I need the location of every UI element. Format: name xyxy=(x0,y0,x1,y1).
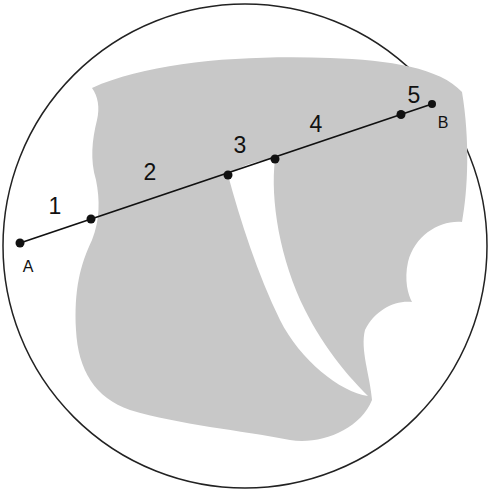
point-dot xyxy=(87,215,96,224)
section-points xyxy=(16,100,437,248)
point-dot xyxy=(397,110,406,119)
segment-number: 1 xyxy=(49,195,62,218)
white-wedge xyxy=(228,159,368,396)
point-dot xyxy=(224,171,233,180)
segment-number: 5 xyxy=(408,84,421,107)
gray-region xyxy=(76,57,468,441)
segment-number: 2 xyxy=(144,161,157,184)
point-letter: B xyxy=(438,115,449,131)
point-dot xyxy=(16,239,25,248)
point-letter: A xyxy=(23,259,34,275)
segment-number: 3 xyxy=(234,134,247,157)
point-dot xyxy=(428,100,436,108)
outer-circle xyxy=(3,4,487,488)
point-dot xyxy=(271,155,280,164)
section-line xyxy=(20,104,432,243)
segment-number: 4 xyxy=(310,113,323,136)
